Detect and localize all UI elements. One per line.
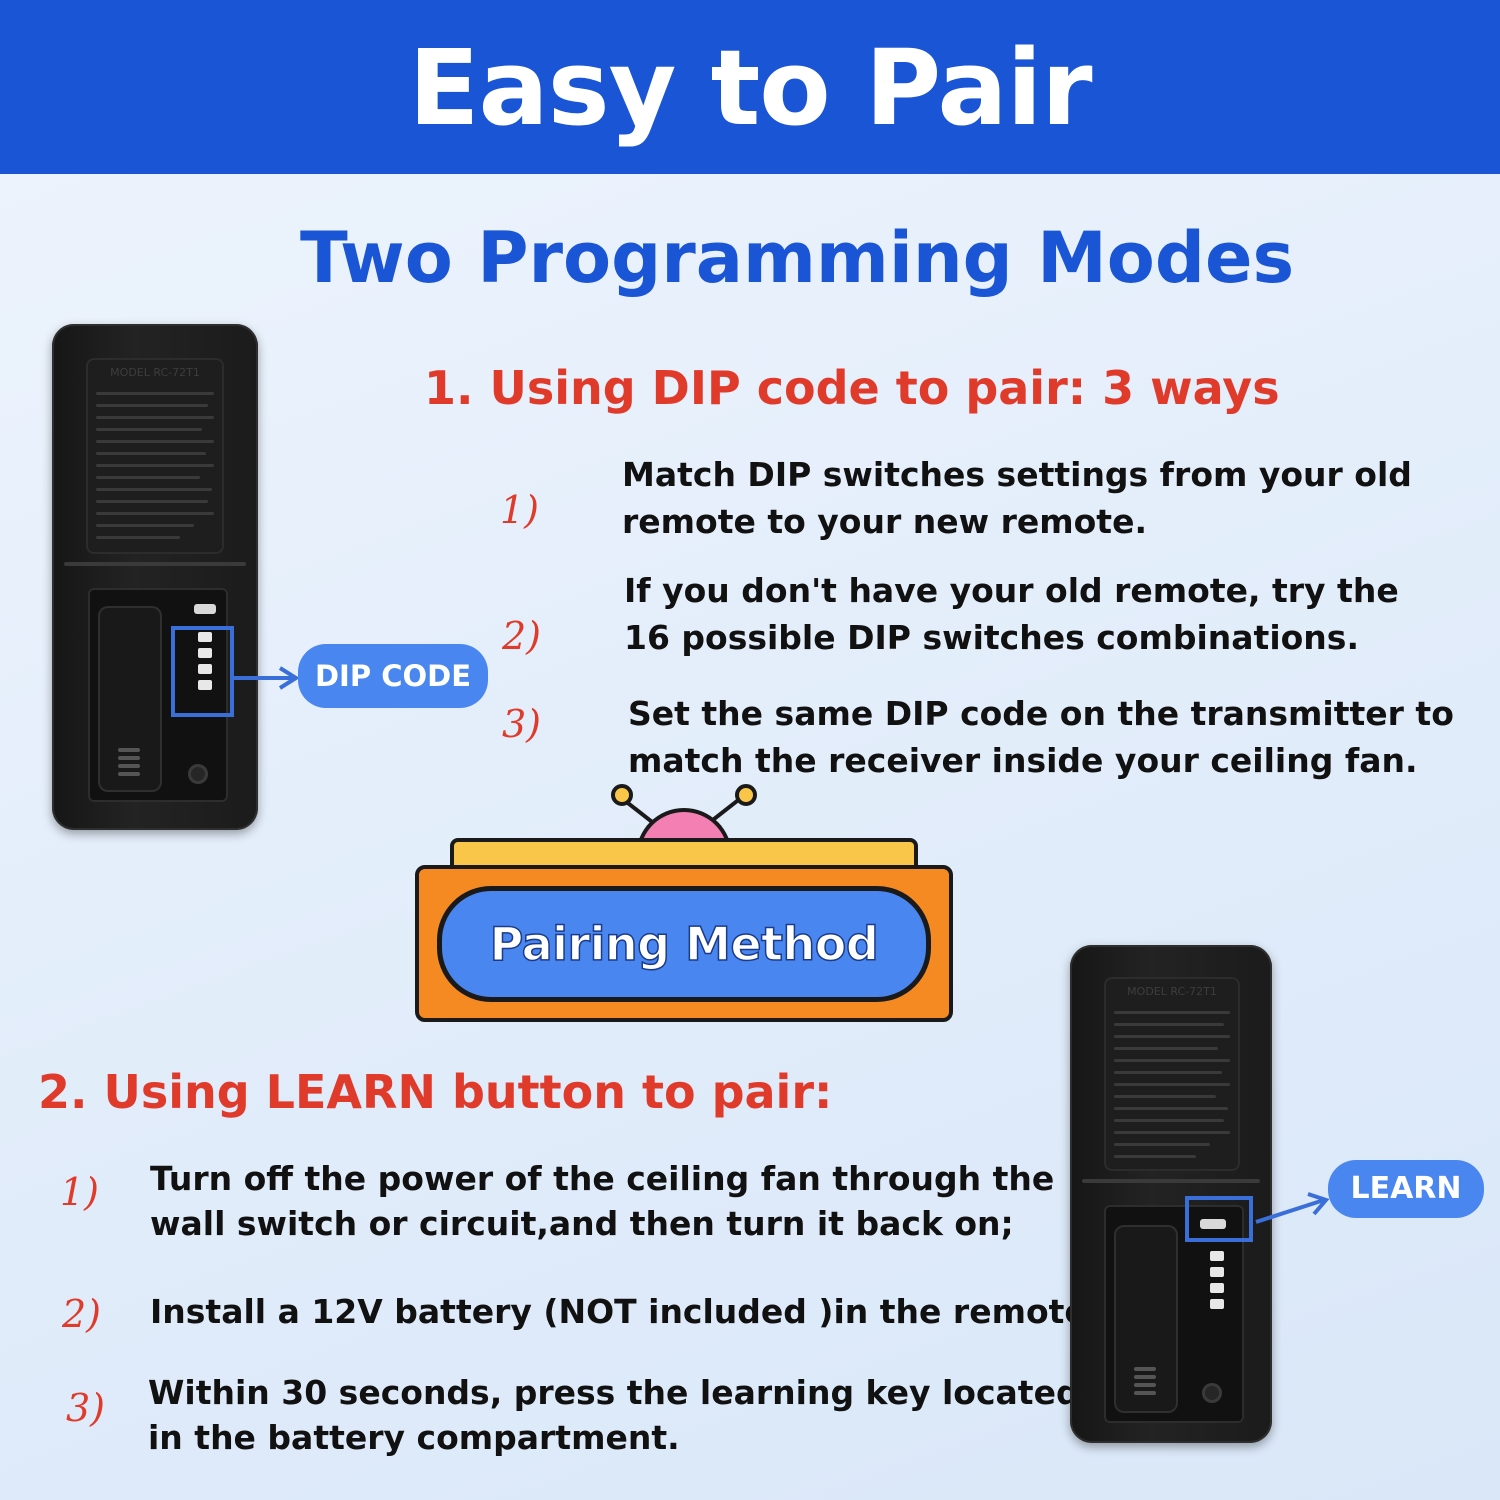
dip-switch — [198, 632, 212, 642]
learn-callout: LEARN — [1328, 1160, 1484, 1218]
dip-switch — [1210, 1283, 1224, 1293]
dip-switch — [198, 648, 212, 658]
banner-title: Easy to Pair — [408, 27, 1092, 149]
dip-step-number: 3) — [502, 702, 542, 746]
learn-step-text: Install a 12V battery (NOT included )in … — [150, 1292, 1100, 1331]
battery-slot — [1114, 1225, 1178, 1413]
dip-switch — [198, 680, 212, 690]
antenna-icon — [735, 784, 757, 806]
screw-icon — [188, 764, 208, 784]
dip-code-callout: DIP CODE — [298, 644, 488, 708]
dip-switch — [1210, 1299, 1224, 1309]
battery-slot — [98, 606, 162, 792]
page-subtitle: Two Programming Modes — [300, 217, 1295, 299]
badge-pill — [437, 886, 931, 1002]
learn-button-small — [194, 604, 216, 614]
remote-image-learn: MODEL RC-72T1 — [1070, 945, 1272, 1443]
battery-compartment — [88, 588, 228, 802]
remote-label: MODEL RC-72T1 — [86, 358, 224, 554]
dip-switch — [198, 664, 212, 674]
learn-step-text: Turn off the power of the ceiling fan th… — [150, 1159, 1055, 1243]
learn-step-number: 2) — [62, 1292, 102, 1336]
dip-step-text: If you don't have your old remote, try t… — [624, 571, 1399, 657]
dip-step-text: Set the same DIP code on the transmitter… — [628, 694, 1454, 780]
dip-step-number: 1) — [500, 488, 540, 532]
dip-switch — [1210, 1251, 1224, 1261]
arrow-icon — [234, 666, 300, 690]
remote-model-text: MODEL RC-72T1 — [110, 366, 200, 379]
dip-section-heading: 1. Using DIP code to pair: 3 ways — [424, 361, 1280, 415]
learn-step-number: 3) — [66, 1386, 106, 1430]
dip-switch — [1210, 1267, 1224, 1277]
learn-section-heading: 2. Using LEARN button to pair: — [38, 1065, 833, 1119]
remote-label: MODEL RC-72T1 — [1104, 977, 1240, 1171]
learn-step-text: Within 30 seconds, press the learning ke… — [148, 1373, 1080, 1457]
screw-icon — [1202, 1383, 1222, 1403]
learn-highlight-box — [1185, 1196, 1253, 1242]
remote-model-text: MODEL RC-72T1 — [1127, 985, 1217, 998]
learn-step-number: 1) — [60, 1170, 100, 1214]
dip-highlight-box — [171, 626, 234, 717]
remote-url-strip — [1082, 1179, 1260, 1183]
header-banner: Easy to Pair — [0, 0, 1500, 174]
dip-step-text: Match DIP switches settings from your ol… — [622, 455, 1412, 541]
remote-url-strip — [64, 562, 246, 566]
arrow-icon — [1255, 1192, 1330, 1224]
antenna-icon — [611, 784, 633, 806]
learn-button-small — [1200, 1219, 1226, 1229]
remote-image-dip: MODEL RC-72T1 — [52, 324, 258, 830]
dip-step-number: 2) — [502, 614, 542, 658]
badge-label: Pairing Method — [489, 916, 880, 972]
